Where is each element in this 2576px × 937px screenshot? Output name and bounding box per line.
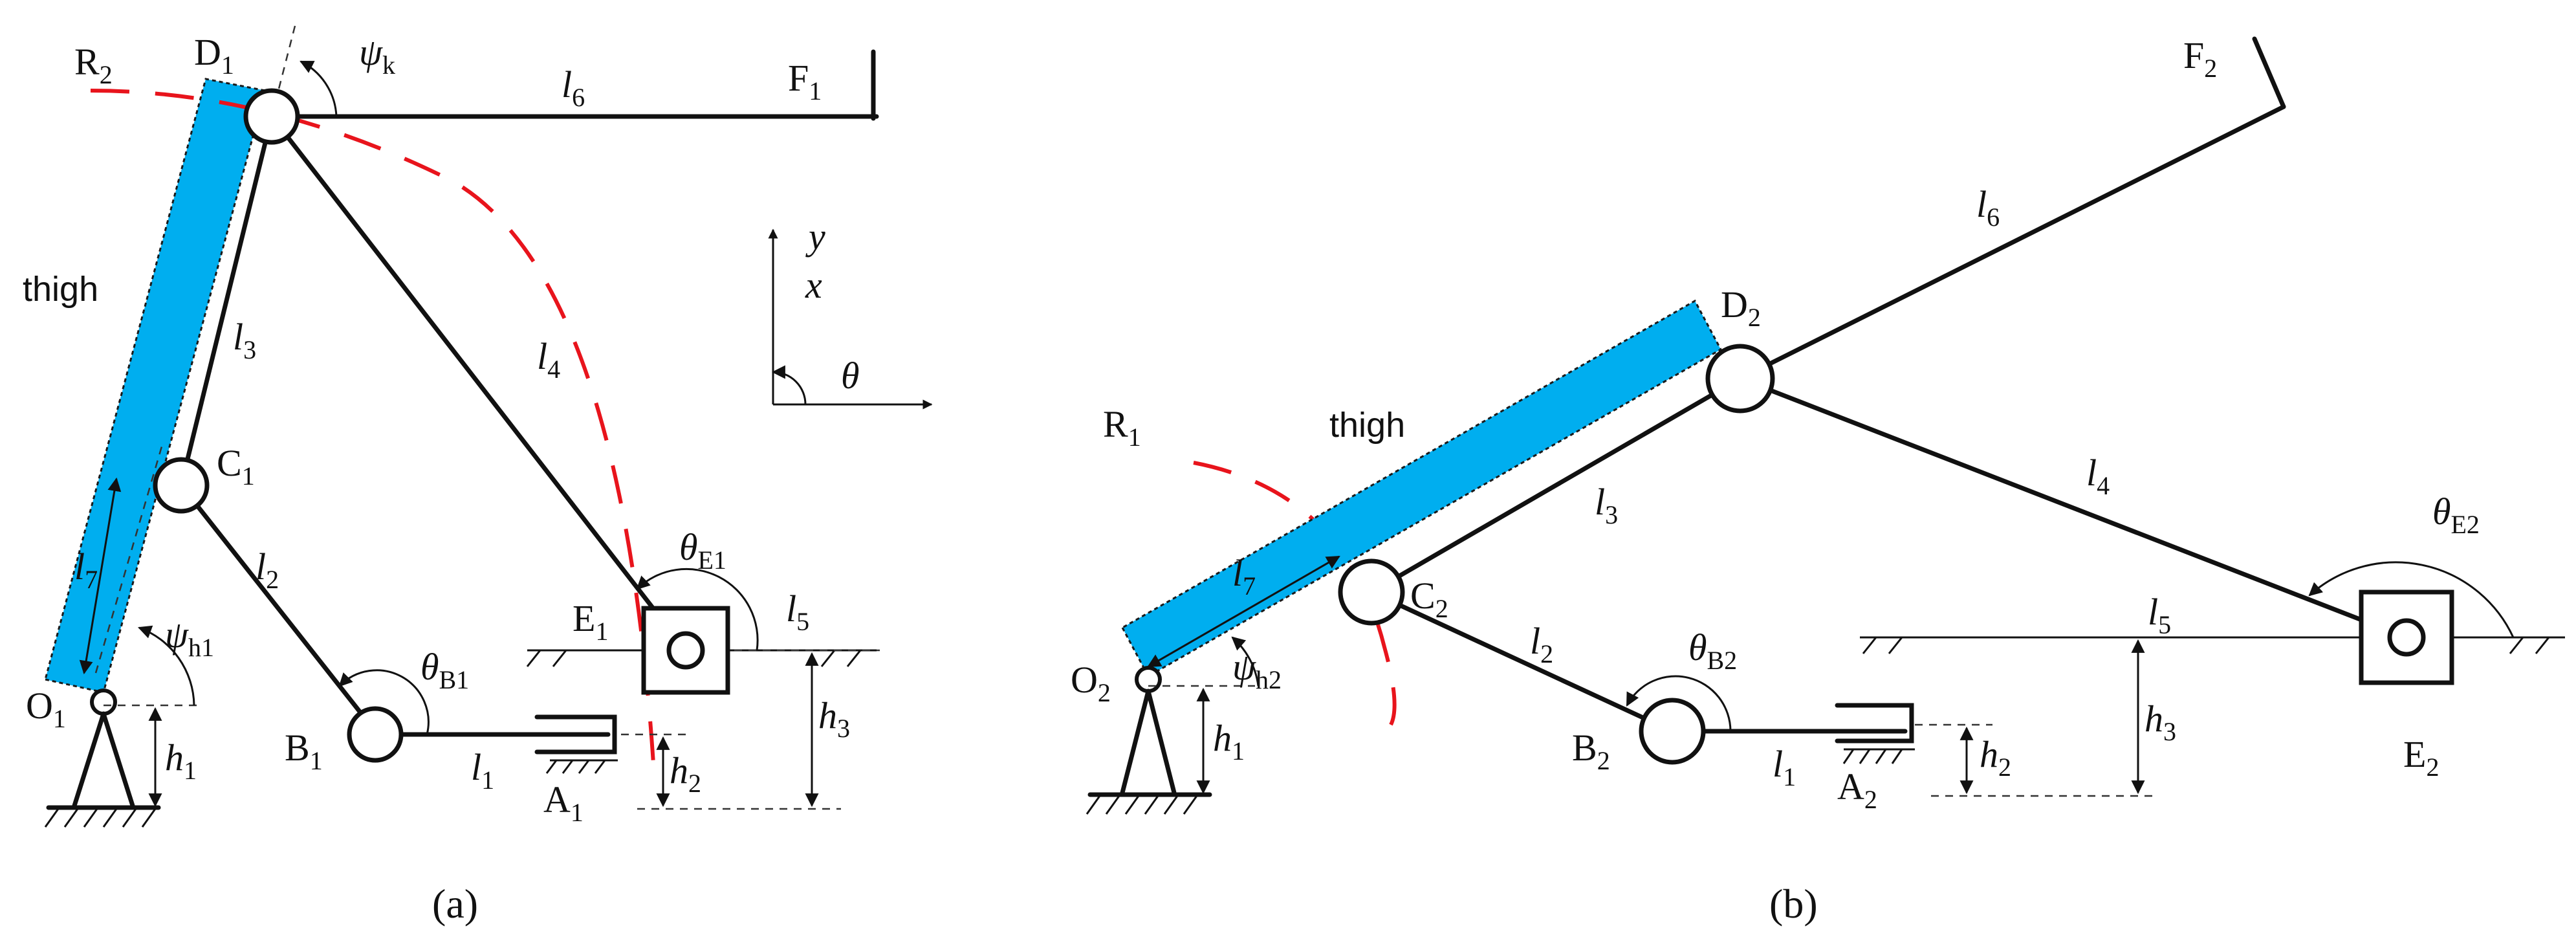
- label-h3-b: h3: [2145, 698, 2176, 746]
- joint-c2: [1338, 558, 1405, 626]
- label-r2: R2: [74, 41, 113, 89]
- label-d1: D1: [194, 31, 234, 80]
- angle-psi-h1: [138, 625, 195, 706]
- label-o2: O2: [1071, 659, 1111, 707]
- label-l7-a: l7: [74, 546, 98, 594]
- link-l3-b: [1369, 376, 1743, 595]
- label-h1-a: h1: [165, 736, 197, 785]
- label-l3-b: l3: [1595, 481, 1618, 529]
- label-l5-a: l5: [786, 588, 809, 636]
- label-psi-k: ψk: [359, 31, 395, 80]
- label-a1: A1: [543, 778, 584, 827]
- label-l6-a: l6: [562, 63, 585, 112]
- label-theta-b1: θB1: [420, 646, 469, 694]
- angle-theta-b2: [1626, 675, 1732, 732]
- label-o1: O1: [26, 685, 66, 733]
- label-thigh-b: thigh: [1329, 406, 1405, 445]
- joint-b1: [347, 706, 404, 763]
- caption-a: (a): [432, 881, 478, 927]
- joint-b2: [1639, 698, 1706, 765]
- thigh-segment-b: [1120, 299, 1723, 678]
- link-l4-a: [269, 114, 688, 653]
- label-thigh-a: thigh: [23, 270, 98, 309]
- label-theta: θ: [841, 355, 860, 397]
- label-b2: B2: [1572, 727, 1610, 775]
- angle-theta-b1: [338, 669, 430, 735]
- angle-psi-h2: [1231, 636, 1260, 687]
- label-h2-b: h2: [1980, 733, 2011, 782]
- label-e2: E2: [2403, 733, 2439, 782]
- label-c1: C1: [217, 442, 255, 491]
- label-theta-e2: θE2: [2432, 491, 2480, 539]
- label-b1: B1: [285, 727, 323, 775]
- label-d2: D2: [1721, 283, 1761, 332]
- label-l2-b: l2: [1530, 620, 1553, 668]
- link-l3-a: [179, 114, 274, 488]
- label-l6-b: l6: [1976, 183, 2000, 232]
- label-c2: C2: [1410, 575, 1448, 623]
- label-l7-b: l7: [1232, 552, 1256, 601]
- link-l2-b: [1369, 590, 1675, 734]
- label-l1-a: l1: [471, 746, 494, 795]
- label-e1: E1: [573, 597, 608, 646]
- joint-e2: [2387, 618, 2426, 657]
- link-l6-b: [1738, 104, 2286, 381]
- angle-psi-k: [300, 60, 338, 117]
- joint-d1: [243, 88, 300, 145]
- angle-theta-e2: [2308, 561, 2515, 638]
- label-l4-b: l4: [2086, 452, 2110, 500]
- label-l3-a: l3: [233, 316, 256, 364]
- label-f2: F2: [2183, 34, 2217, 83]
- angle-theta-e1: [636, 568, 759, 651]
- thigh-axis-dash-a: [94, 446, 163, 674]
- label-x: x: [805, 264, 822, 306]
- label-l4-a: l4: [537, 335, 560, 384]
- joint-d2: [1705, 344, 1775, 413]
- link-f2-end: [2252, 36, 2286, 109]
- joint-e1: [666, 631, 705, 670]
- link-l2-a: [179, 483, 378, 734]
- slider-a2: [1835, 703, 1915, 764]
- ground-e2: [1860, 636, 2565, 654]
- caption-b: (b): [1769, 881, 1818, 927]
- label-a2: A2: [1837, 766, 1877, 814]
- label-psi-h1: ψh1: [165, 613, 214, 662]
- label-y: y: [805, 215, 825, 258]
- panel-a: R2 D1 F1 ψk l6 thigh l3 l4 C1 l2 l7 θE1 …: [23, 25, 933, 927]
- label-h2-a: h2: [670, 749, 701, 798]
- base-o1: [44, 689, 161, 828]
- coordinate-frame: [768, 228, 933, 410]
- thigh-segment-a: [44, 78, 267, 694]
- arc-r2: [90, 89, 655, 764]
- label-psi-h2: ψh2: [1232, 646, 1282, 694]
- label-h1-b: h1: [1213, 717, 1245, 766]
- label-f1: F1: [788, 57, 822, 105]
- label-theta-b2: θB2: [1688, 626, 1737, 675]
- link-l4-b: [1738, 376, 2409, 640]
- dim-l7-b: [1147, 555, 1340, 668]
- joint-c1: [153, 457, 210, 514]
- label-h3-a: h3: [818, 694, 850, 743]
- label-l2-a: l2: [256, 546, 279, 594]
- slider-a1: [534, 714, 618, 774]
- dim-l7-a: [79, 477, 122, 675]
- label-l5-b: l5: [2148, 591, 2171, 639]
- panel-b: F2 l6 D2 R1 thigh l4 l3 θE2 l7 C2 l5 l2 …: [1071, 34, 2565, 927]
- label-l1-b: l1: [1773, 743, 1796, 791]
- label-theta-e1: θE1: [679, 526, 726, 575]
- label-r1: R1: [1103, 403, 1141, 452]
